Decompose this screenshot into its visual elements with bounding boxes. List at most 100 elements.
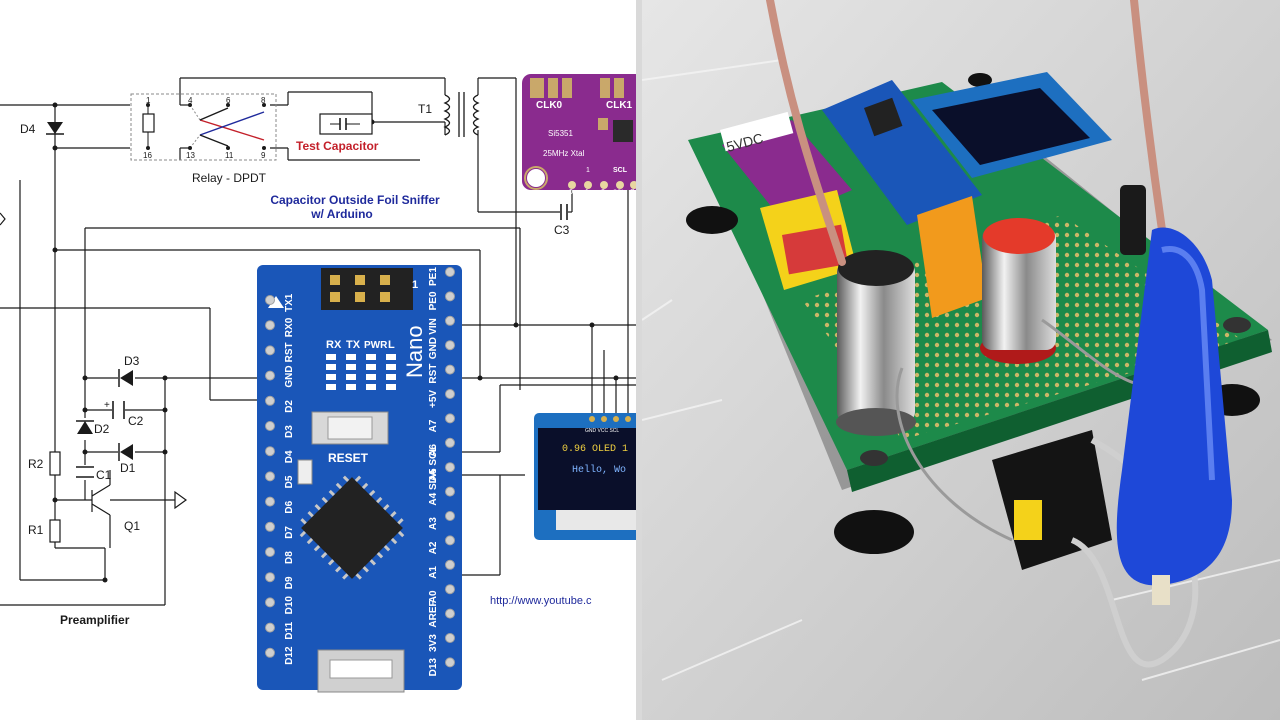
nano-pin-hole [445,633,455,643]
si5351-clk1-label: CLK1 [606,100,633,111]
nano-right-pin-label: A2 [428,541,439,554]
label-r2: R2 [28,457,44,471]
si5351-top-pin-1: 1 [586,167,590,174]
nano-left-pin-label: RX0 [284,317,295,337]
diode-d3-symbol [118,369,133,387]
si5351-pin-0: 0 [569,189,573,196]
si5351-top-pin-scl: SCL [613,167,628,174]
nano-pin-hole [265,572,275,583]
nano-left-pin-label: D12 [284,646,295,665]
nano-pin-hole [445,291,455,302]
nano-pin-hole [265,622,275,633]
nano-pin-hole [445,559,455,570]
nano-left-pin-label: D10 [284,596,295,615]
nano-left-pin-label: D6 [284,500,295,513]
nano-right-pin-label: A3 [428,517,439,530]
nano-right-pin-label: D13 [428,658,439,677]
test-capacitor-symbol [319,113,373,135]
preamplifier-label: Preamplifier [60,613,130,627]
label-d1: D1 [120,461,136,475]
nano-pin-hole [265,647,275,658]
photo-bare-wires [895,318,1143,542]
title-line-2: w/ Arduino [310,207,373,221]
nano-right-pin-label: A4 SDA [428,469,439,506]
nano-pin-hole [265,295,275,305]
title-line-1: Capacitor Outside Foil Sniffer [270,193,440,207]
nano-pin-hole [445,389,455,399]
photo-svg: 5VDC [642,0,1280,720]
nano-pin-hole [265,320,275,331]
nano-pin-hole [265,345,275,356]
arduino-nano-board: 1 RX TX PWR L RESET Nano TX1RX0RSTGNDD2D… [257,265,462,693]
youtube-url: http://www.youtube.c [490,595,592,607]
label-c3: C3 [554,223,570,237]
junction-dots [52,102,619,583]
si5351-pin-1: 1 [585,189,589,196]
si5351-chip-label: Si5351 [548,129,573,138]
oled-line-2: Hello, Wo [572,464,626,476]
nano-left-pin-label: D5 [284,475,295,488]
nano-reset-label: RESET [328,451,369,465]
photo-relay [917,196,987,318]
nano-right-pin-label: A5 SCL [428,446,439,482]
nano-led-pwr: PWR [364,340,388,351]
nano-right-pin-label: VIN [428,318,439,335]
resistor-r1-symbol [49,519,61,543]
nano-pin-one-label: 1 [412,279,418,291]
nano-right-pin-label: PE1 [428,267,439,286]
nano-pin-hole [445,657,455,668]
nano-left-pin-label: D11 [284,621,295,639]
nano-pin-hole [445,364,455,375]
panel-divider [636,0,642,720]
nano-left-pin-label: RST [284,342,295,362]
label-c1: C1 [96,468,112,482]
photo-jack-black [836,250,916,436]
diode-d4-symbol [46,122,64,135]
label-q1: Q1 [124,519,140,533]
label-d4: D4 [20,122,36,136]
relay-pin-1: 1 [146,96,151,105]
photo-coax-cables [766,0,1166,266]
nano-right-pin-label: PE0 [428,291,439,310]
nano-right-pin-label: A0 [428,590,439,603]
relay-pin-6: 6 [226,96,231,105]
capacitor-c2-symbol [112,401,125,419]
nano-pin-hole [265,496,275,507]
nano-right-pin-label: +5V [428,390,439,408]
nano-pin-hole [445,267,455,277]
nano-brand-label: Nano [402,325,427,378]
photo-nano-mcu [864,97,903,137]
photo-electrolytic-cap [1120,185,1146,255]
nano-left-pin-label: D7 [284,526,295,539]
nano-pin-holes-right [445,267,455,668]
relay-pin-16: 16 [143,151,152,160]
diode-d2-symbol [76,420,94,434]
si5351-module: CLK0 CLK1 Si5351 25MHz Xtal 1 SCL 0 1 2 … [522,74,644,196]
input-terminal-symbol [0,212,6,226]
si5351-pin-2: 2 [601,189,605,196]
standoffs [686,73,1260,554]
label-c2-plus: + [104,400,110,411]
board-photo: 5VDC [642,0,1280,720]
nano-right-pin-label: A1 [428,566,439,579]
photo-nano [822,80,982,225]
nano-left-pin-label: D8 [284,551,295,564]
relay-pin-4: 4 [188,96,193,105]
output-terminal-symbol [174,490,188,510]
si5351-clk0-label: CLK0 [536,100,563,111]
nano-pin-hole [445,584,455,595]
nano-pin-hole [445,462,455,473]
oled-module: GND VCC SCL 0.96 OLED 1 Hello, Wo [534,413,642,540]
relay-pin-13: 13 [186,151,195,160]
schematic-panel: 1 4 6 8 16 13 11 9 [0,0,644,720]
nano-pin-hole [445,340,455,351]
relay-pin-8: 8 [261,96,266,105]
nano-pin-hole [265,421,275,431]
nano-pin-hole [265,521,275,532]
relay-pin-9: 9 [261,151,266,160]
nano-left-pin-label: TX1 [284,293,295,312]
si5351-pin-s: S [630,189,635,196]
surface-texture [642,59,1280,681]
